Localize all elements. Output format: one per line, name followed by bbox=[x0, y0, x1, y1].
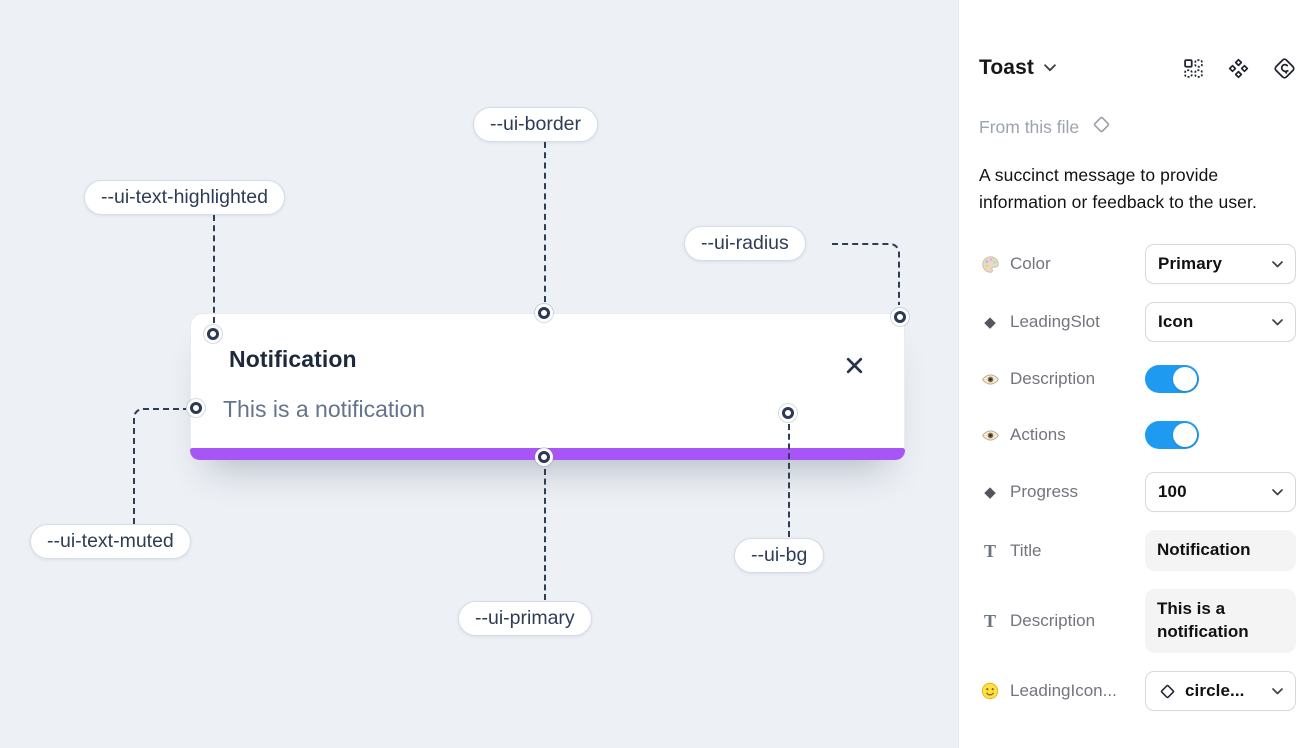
diamond-icon: ◆ bbox=[984, 313, 996, 331]
prop-row-actions-toggle: Actions bbox=[979, 416, 1296, 454]
component-title-dropdown[interactable]: Toast bbox=[979, 56, 1056, 80]
leadingslot-select[interactable]: Icon bbox=[1145, 302, 1296, 343]
eye-icon bbox=[979, 373, 1001, 386]
chevron-down-icon bbox=[1272, 488, 1283, 496]
eye-icon bbox=[979, 429, 1001, 442]
components-icon[interactable] bbox=[1228, 58, 1249, 79]
prop-label-text: LeadingIcon... bbox=[1010, 681, 1117, 700]
select-value: Icon bbox=[1158, 312, 1194, 332]
chevron-down-icon bbox=[1272, 260, 1283, 268]
toast-description: This is a notification bbox=[223, 396, 425, 422]
prop-label-text: Actions bbox=[1010, 425, 1066, 445]
title-field[interactable]: Notification bbox=[1145, 530, 1296, 572]
smiley-icon bbox=[979, 682, 1001, 700]
prop-label-text: Description bbox=[1010, 369, 1096, 389]
connector-line-text-highlighted bbox=[213, 215, 215, 323]
progress-select[interactable]: 100 bbox=[1145, 472, 1296, 513]
source-label: From this file bbox=[979, 116, 1080, 137]
css-var-label-text-muted: --ui-text-muted bbox=[30, 524, 191, 559]
connector-line-border bbox=[544, 142, 546, 302]
color-select[interactable]: Primary bbox=[1145, 244, 1296, 285]
props-list: Color Primary ◆ LeadingSlot Icon bbox=[979, 244, 1296, 711]
prop-label-text: LeadingSlot bbox=[1010, 312, 1100, 332]
description-toggle[interactable] bbox=[1145, 365, 1199, 394]
connector-line-radius bbox=[832, 243, 900, 305]
connector-point-radius bbox=[894, 311, 906, 323]
close-icon bbox=[844, 355, 865, 381]
prop-row-progress: ◆ Progress 100 bbox=[979, 472, 1296, 513]
connector-point-border bbox=[538, 307, 550, 319]
prop-label-text: Progress bbox=[1010, 482, 1079, 502]
select-value: Primary bbox=[1158, 254, 1223, 274]
diamond-icon: ◆ bbox=[984, 483, 996, 501]
diamond-outline-icon bbox=[1158, 682, 1177, 701]
diamond-outline-icon bbox=[1090, 113, 1113, 141]
text-type-icon: T bbox=[983, 611, 996, 632]
toast-close-button[interactable] bbox=[842, 356, 866, 380]
actions-toggle[interactable] bbox=[1145, 421, 1199, 450]
css-var-label-primary: --ui-primary bbox=[458, 601, 592, 636]
diamond-s-icon[interactable] bbox=[1273, 57, 1296, 80]
connector-point-text-muted bbox=[190, 402, 202, 414]
toast-preview: Notification This is a notification bbox=[190, 313, 905, 460]
select-value: 100 bbox=[1158, 482, 1187, 502]
field-value: Notification bbox=[1157, 540, 1251, 560]
prop-row-title: T Title Notification bbox=[979, 530, 1296, 572]
toggle-knob bbox=[1173, 367, 1197, 392]
prop-row-color: Color Primary bbox=[979, 244, 1296, 285]
connector-point-primary bbox=[538, 451, 550, 463]
chevron-down-icon bbox=[1272, 687, 1283, 695]
prop-label-text: Title bbox=[1010, 540, 1042, 560]
prop-label-text: Color bbox=[1010, 254, 1051, 274]
css-var-label-bg: --ui-bg bbox=[734, 538, 825, 573]
prop-row-description-field: T Description This is a notification bbox=[979, 589, 1296, 653]
css-var-label-radius: --ui-radius bbox=[684, 226, 806, 261]
field-value: This is a notification bbox=[1157, 599, 1249, 642]
prop-row-description-toggle: Description bbox=[979, 360, 1296, 398]
canvas: Notification This is a notification --ui… bbox=[0, 0, 958, 748]
text-type-icon: T bbox=[983, 540, 996, 561]
connector-point-bg bbox=[782, 407, 794, 419]
chevron-down-icon bbox=[1044, 59, 1056, 77]
connector-line-text-muted bbox=[133, 408, 186, 524]
instances-grid-icon[interactable] bbox=[1183, 58, 1204, 79]
connector-line-primary bbox=[544, 469, 546, 600]
css-var-label-border: --ui-border bbox=[473, 107, 599, 142]
palette-icon bbox=[979, 255, 1001, 274]
component-title: Toast bbox=[979, 56, 1034, 79]
prop-row-leadingslot: ◆ LeadingSlot Icon bbox=[979, 302, 1296, 343]
toggle-knob bbox=[1173, 423, 1197, 448]
prop-row-leadingicon: LeadingIcon... circle... bbox=[979, 671, 1296, 711]
connector-point-text-highlighted bbox=[207, 328, 219, 340]
select-value: circle... bbox=[1185, 681, 1245, 700]
prop-label-text: Description bbox=[1010, 611, 1096, 631]
toast-title: Notification bbox=[229, 346, 357, 372]
component-description: A succinct message to provide informatio… bbox=[979, 165, 1257, 212]
description-field[interactable]: This is a notification bbox=[1145, 589, 1296, 653]
properties-panel: Toast bbox=[958, 0, 1312, 748]
leading-icon-select[interactable]: circle... bbox=[1145, 671, 1296, 711]
css-var-label-text-highlighted: --ui-text-highlighted bbox=[84, 180, 285, 215]
chevron-down-icon bbox=[1272, 318, 1283, 326]
source-row: From this file bbox=[979, 113, 1296, 141]
panel-header: Toast bbox=[979, 56, 1296, 80]
